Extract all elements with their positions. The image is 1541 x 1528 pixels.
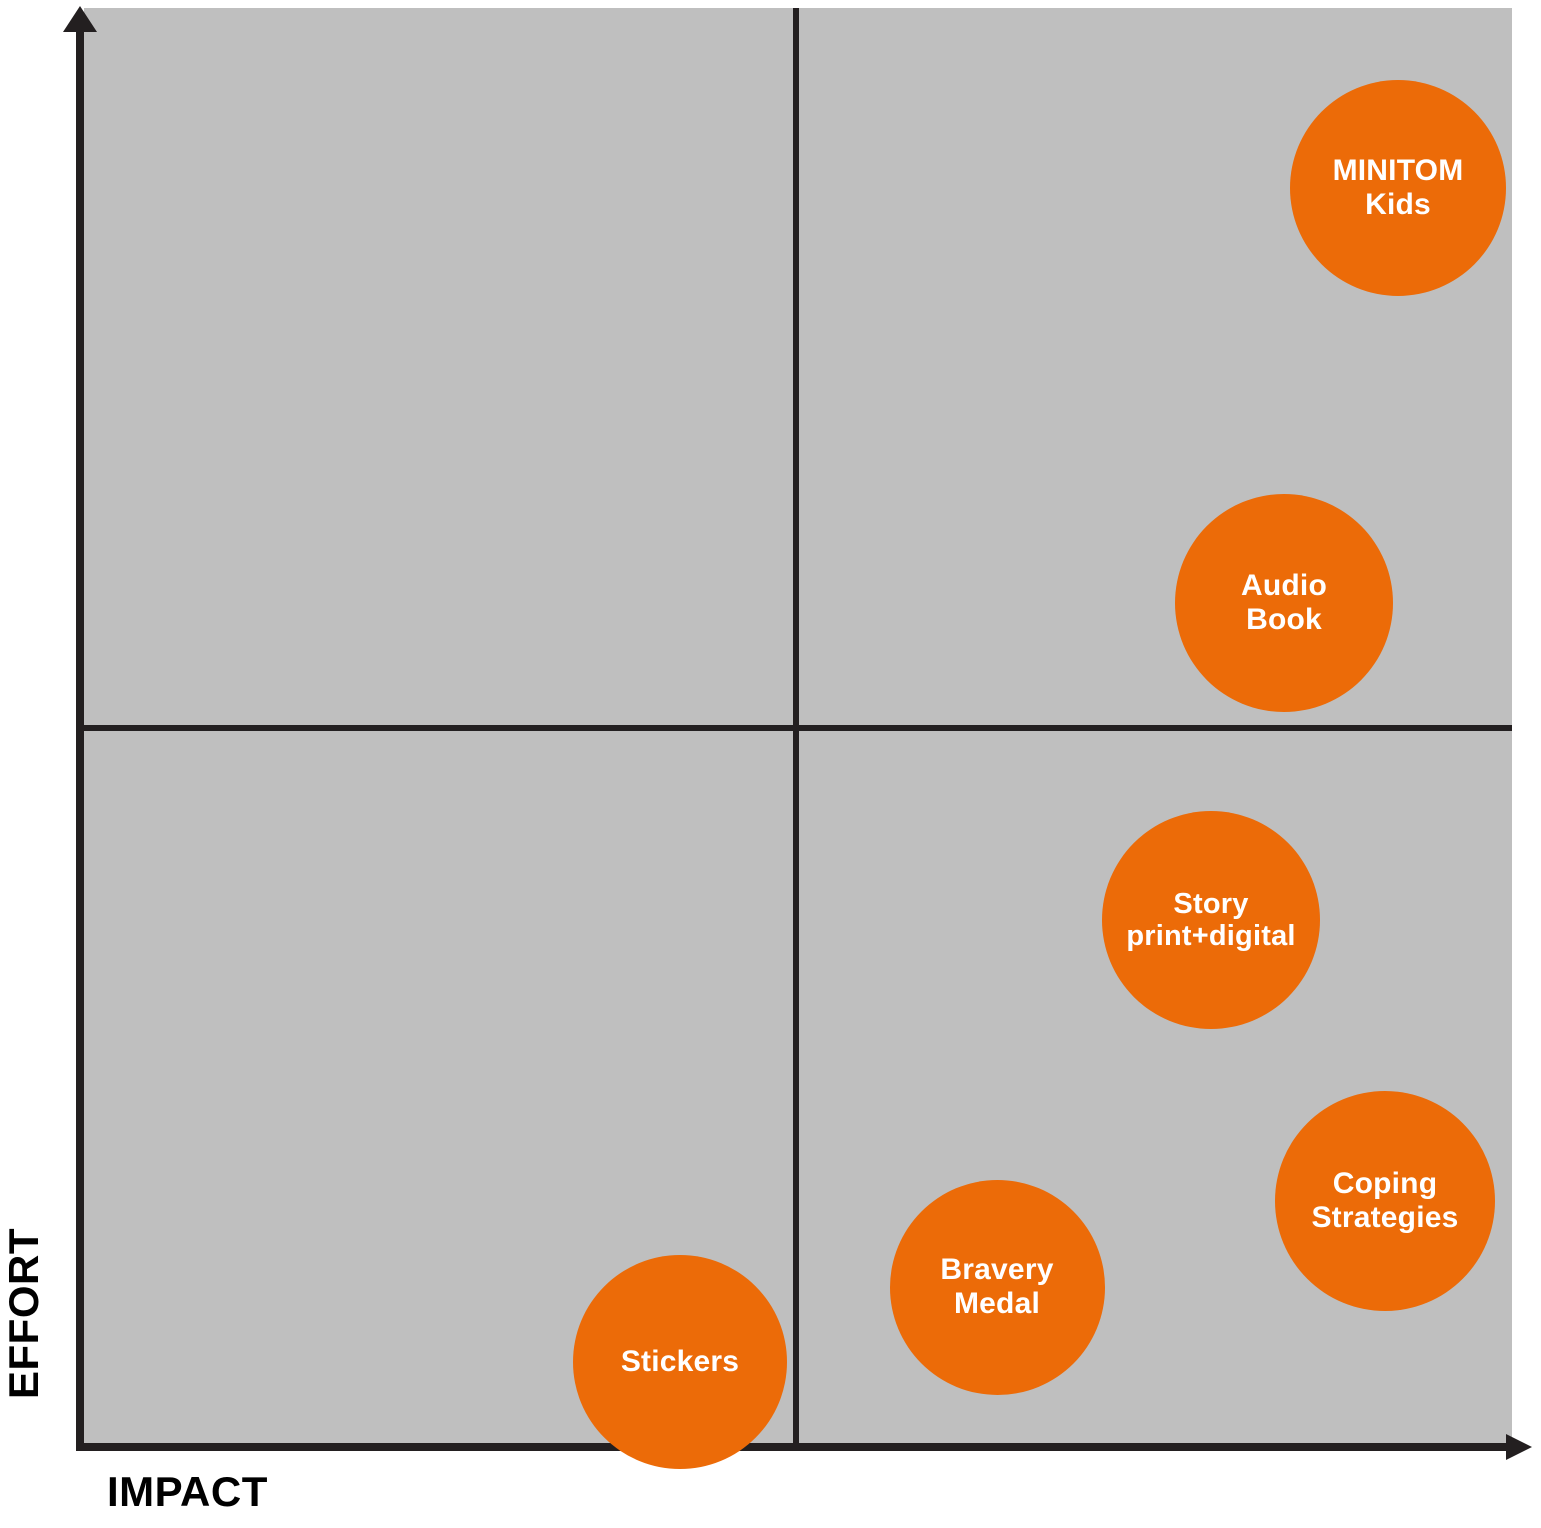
bubble-label: MINITOM Kids: [1332, 154, 1464, 221]
bubble-4[interactable]: Coping Strategies: [1275, 1091, 1495, 1311]
quadrant-divider-horizontal: [84, 725, 1512, 731]
x-axis-title: IMPACT: [107, 1468, 268, 1515]
y-axis-line: [76, 22, 84, 1451]
bubble-label: Stickers: [620, 1345, 740, 1379]
y-axis-title: EFFORT: [0, 1228, 47, 1399]
bubble-2[interactable]: Audio Book: [1175, 494, 1393, 712]
bubble-label: Coping Strategies: [1311, 1167, 1459, 1234]
x-axis-line: [76, 1443, 1516, 1451]
x-axis-arrow-icon: [1506, 1434, 1532, 1460]
bubble-3[interactable]: Story print+digital: [1102, 811, 1320, 1029]
bubble-label: Audio Book: [1241, 569, 1327, 636]
y-axis-arrow-icon: [63, 6, 97, 32]
bubble-label: Story print+digital: [1126, 887, 1296, 952]
bubble-label: Bravery Medal: [940, 1253, 1054, 1320]
bubble-5[interactable]: Bravery Medal: [889, 1179, 1105, 1395]
bubble-1[interactable]: MINITOM Kids: [1290, 80, 1506, 296]
bubble-6[interactable]: Stickers: [573, 1255, 787, 1469]
